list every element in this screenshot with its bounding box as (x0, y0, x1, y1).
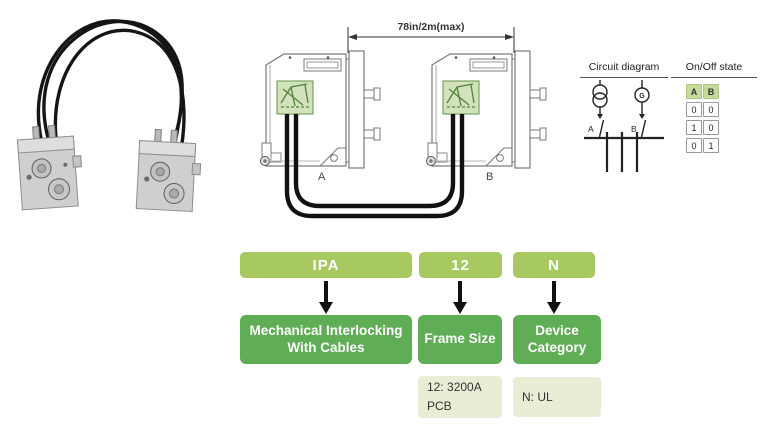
photo-cables (36, 19, 186, 152)
note-line: 12: 3200A (427, 380, 482, 395)
state-cell: 1 (703, 138, 719, 153)
category-box-interlocking: Mechanical Interlocking With Cables (240, 315, 412, 364)
photo-device-left (16, 124, 83, 211)
generator-letter: G (639, 93, 645, 100)
code-box-ipa: IPA (240, 252, 412, 278)
breaker-a (259, 50, 381, 169)
note-line: PCB (427, 399, 452, 413)
state-cell: 0 (686, 138, 702, 153)
circuit-diagram-title: Circuit diagram (580, 61, 668, 78)
state-cell: 0 (686, 102, 702, 117)
breaker-b-label: B (486, 171, 493, 183)
interlock-kit-photo (16, 19, 202, 212)
note-line: N: UL (522, 389, 553, 404)
circuit-switch-b-label: B (631, 124, 637, 134)
dimension-line (347, 27, 515, 53)
state-cell: 0 (703, 102, 719, 117)
dimension-label: 78in/2m(max) (397, 21, 464, 33)
note-box-frame-size: 12: 3200A PCB (418, 376, 502, 418)
down-arrow-icon (319, 281, 333, 314)
interlock-cables (284, 114, 465, 219)
state-cell: 0 (703, 120, 719, 135)
down-arrow-icon (453, 281, 467, 314)
state-col-b-header: B (703, 84, 719, 99)
code-box-12: 12 (419, 252, 502, 278)
circuit-diagram: G A B (584, 80, 664, 172)
breaker-b (425, 50, 547, 169)
on-off-state-table: A B 0 0 1 0 0 1 (686, 84, 719, 153)
photo-device-right (135, 128, 202, 212)
circuit-switch-a-label: A (588, 124, 594, 134)
note-box-device-category: N: UL (513, 377, 601, 417)
on-off-state-title: On/Off state (671, 61, 757, 78)
installation-drawing: 78in/2m(max) A B (259, 21, 547, 219)
state-cell: 1 (686, 120, 702, 135)
category-box-device-category: Device Category (513, 315, 601, 364)
category-box-frame-size: Frame Size (418, 315, 502, 364)
breaker-a-label: A (318, 171, 326, 183)
state-col-a-header: A (686, 84, 702, 99)
down-arrow-icon (547, 281, 561, 314)
code-box-n: N (513, 252, 595, 278)
